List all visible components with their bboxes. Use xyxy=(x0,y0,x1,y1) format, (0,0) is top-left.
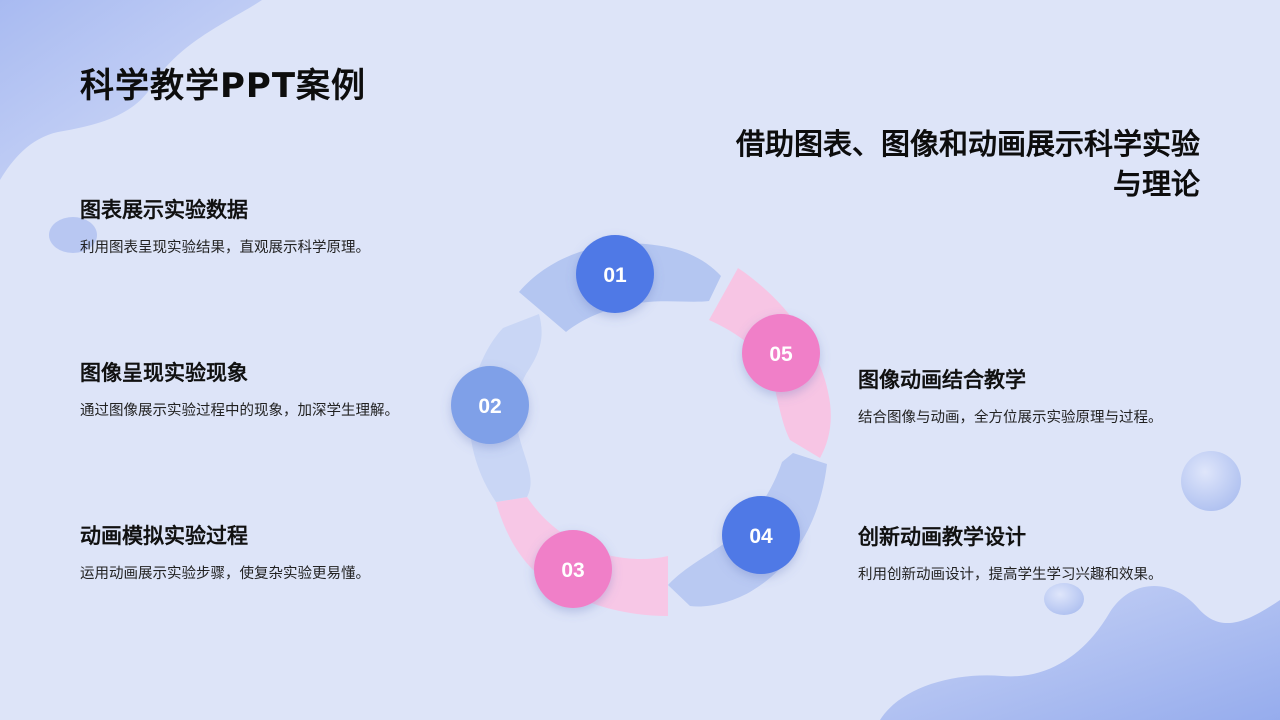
item-desc: 结合图像与动画，全方位展示实验原理与过程。 xyxy=(858,410,1163,426)
small-bubble-left xyxy=(49,217,97,253)
item-desc: 利用创新动画设计，提高学生学习兴趣和效果。 xyxy=(858,567,1163,583)
item-title: 创新动画教学设计 xyxy=(858,525,1026,549)
item-title: 图像动画结合教学 xyxy=(858,368,1026,392)
item-desc: 运用动画展示实验步骤，使复杂实验更易懂。 xyxy=(80,566,370,582)
bubble-right xyxy=(1181,451,1241,511)
bubble-small-right xyxy=(1044,583,1084,615)
step-number: 01 xyxy=(603,264,627,287)
step-number: 03 xyxy=(561,559,584,582)
item-chart-data: 图表展示实验数据 利用图表呈现实验结果，直观展示科学原理。 xyxy=(80,194,460,257)
step-number: 02 xyxy=(478,395,501,418)
step-node-02: 02 xyxy=(451,366,529,444)
step-node-03: 03 xyxy=(534,530,612,608)
step-node-05: 05 xyxy=(742,314,820,392)
item-title: 图像呈现实验现象 xyxy=(80,361,248,385)
step-node-01: 01 xyxy=(576,235,654,313)
item-image-animation-teaching: 图像动画结合教学 结合图像与动画，全方位展示实验原理与过程。 xyxy=(858,364,1238,427)
item-title: 动画模拟实验过程 xyxy=(80,524,248,548)
page-subtitle: 借助图表、图像和动画展示科学实验与理论 xyxy=(735,127,1200,201)
page-title: 科学教学PPT案例 xyxy=(80,66,367,106)
item-animation-simulation: 动画模拟实验过程 运用动画展示实验步骤，使复杂实验更易懂。 xyxy=(80,520,460,583)
item-image-phenomena: 图像呈现实验现象 通过图像展示实验过程中的现象，加深学生理解。 xyxy=(80,357,460,420)
step-nodes: 01 02 03 04 05 xyxy=(451,235,820,608)
step-number: 04 xyxy=(749,525,773,548)
item-desc: 通过图像展示实验过程中的现象，加深学生理解。 xyxy=(80,403,399,419)
item-desc: 利用图表呈现实验结果，直观展示科学原理。 xyxy=(80,240,370,256)
bottom-right-wave xyxy=(880,585,1280,720)
top-left-wave xyxy=(0,0,262,180)
item-title: 图表展示实验数据 xyxy=(80,198,248,222)
step-node-04: 04 xyxy=(722,496,800,574)
item-innovative-animation: 创新动画教学设计 利用创新动画设计，提高学生学习兴趣和效果。 xyxy=(858,521,1238,584)
step-number: 05 xyxy=(769,343,793,366)
